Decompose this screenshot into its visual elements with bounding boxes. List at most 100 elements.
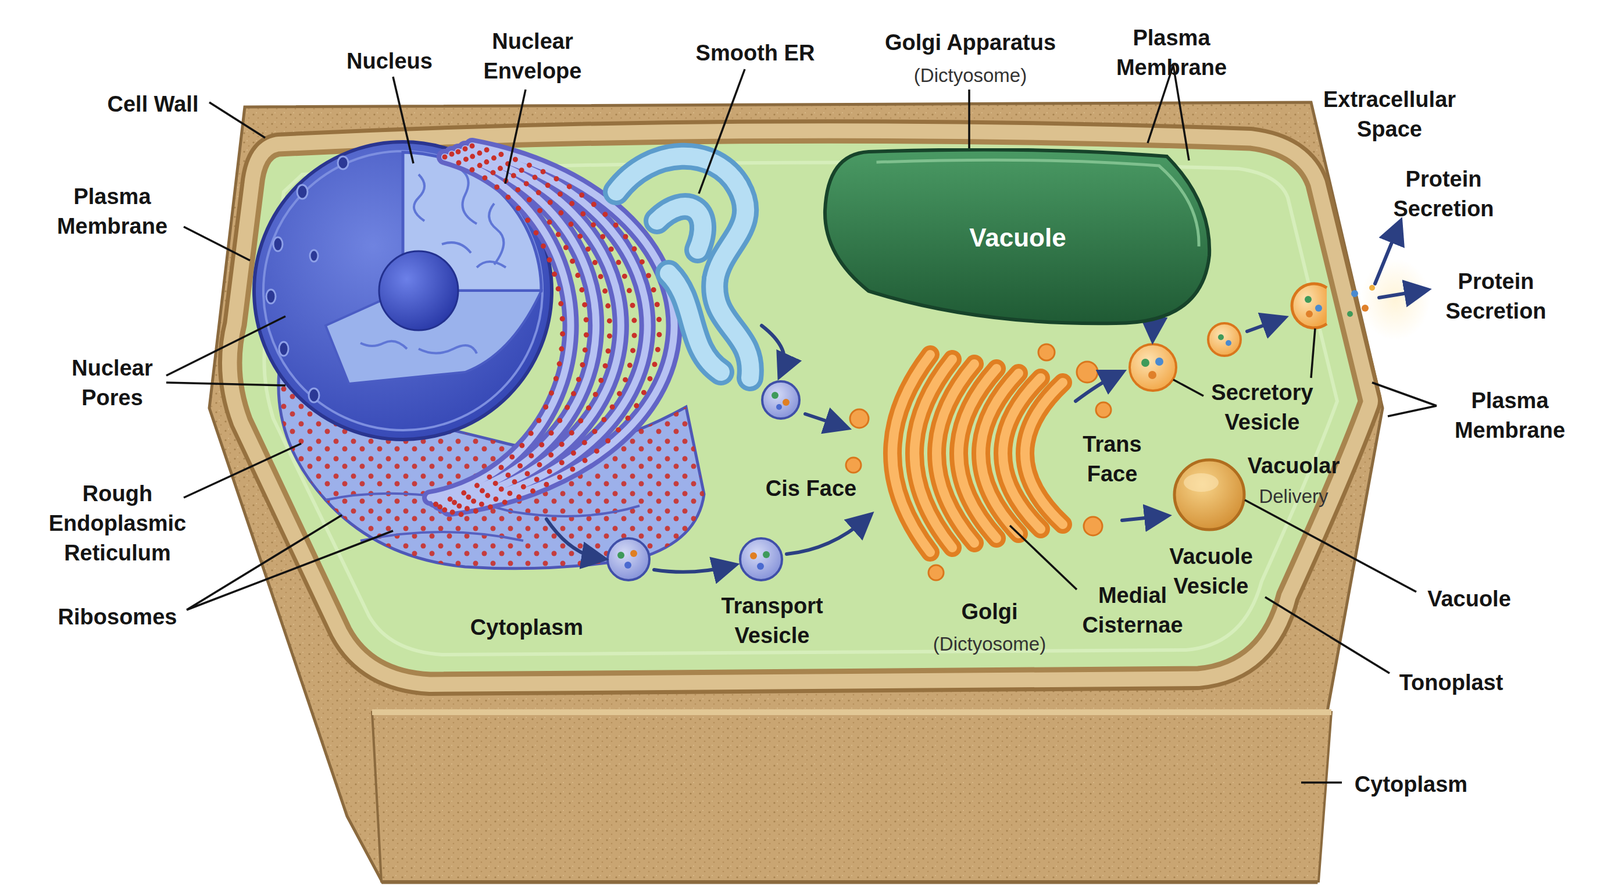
nucleus xyxy=(360,341,477,354)
vesicle xyxy=(1208,323,1241,356)
golgi-stack xyxy=(850,409,869,428)
nuclear-pore xyxy=(309,250,319,262)
leader-line xyxy=(1372,382,1437,417)
nuclear-pore xyxy=(337,156,349,170)
part-label: Golgi xyxy=(961,597,1018,627)
golgi-stack xyxy=(1038,344,1055,361)
smooth-er xyxy=(656,206,703,250)
part-label: Plasma Membrane xyxy=(42,181,182,242)
part-label: Trans Face xyxy=(1074,429,1150,489)
part-label: Medial Cisternae xyxy=(1071,580,1194,641)
leader-line xyxy=(1009,525,1077,590)
golgi-stack xyxy=(1083,516,1103,536)
smooth-er xyxy=(656,206,703,250)
nucleus xyxy=(379,251,459,331)
part-label: (Dictyosome) xyxy=(913,60,1027,91)
rough-er-cisternae xyxy=(430,145,675,517)
vesicle xyxy=(607,538,650,581)
vesicle-cargo xyxy=(1155,357,1164,366)
vesicle xyxy=(1174,459,1245,530)
smooth-er xyxy=(616,156,739,192)
vesicle-cargo xyxy=(1141,358,1150,367)
leader-line xyxy=(393,76,414,164)
part-label: (Dictyosome) xyxy=(933,629,1046,659)
part-label: Nucleus xyxy=(346,46,433,77)
flow-arrow xyxy=(761,325,785,371)
vesicle-cargo xyxy=(617,284,1375,570)
vesicle-cargo xyxy=(1315,304,1323,312)
vesicle-cargo xyxy=(1225,340,1232,346)
part-label: Vacuole xyxy=(1427,584,1512,614)
vesicle-cargo xyxy=(776,404,782,410)
cytoplasm xyxy=(239,140,1361,675)
leader-line xyxy=(698,69,745,194)
vesicle-cargo xyxy=(1218,334,1224,341)
golgi-stack xyxy=(1095,402,1112,418)
nuclear-pore xyxy=(297,184,308,199)
vesicle-cargo xyxy=(771,391,779,399)
leader-line xyxy=(1173,379,1204,396)
cell-wall xyxy=(239,140,1361,675)
rough-er-cisternae xyxy=(439,151,610,512)
leader-line xyxy=(166,316,286,386)
golgi-stack xyxy=(845,344,1112,581)
part-label: Golgi Apparatus xyxy=(884,27,1056,58)
smooth-er xyxy=(616,156,751,378)
flow-arrow xyxy=(786,518,867,555)
part-label: Plasma Membrane xyxy=(1440,386,1580,446)
part-label: Cis Face xyxy=(765,473,857,504)
golgi-stack xyxy=(892,354,1063,553)
flow-arrow xyxy=(805,413,842,427)
vesicle-cargo xyxy=(782,398,790,406)
golgi-stack xyxy=(845,344,1112,581)
cell-wall xyxy=(372,709,1332,716)
nuclear-pore xyxy=(279,341,289,356)
cell-wall xyxy=(209,102,1383,883)
golgi-stack xyxy=(928,565,944,581)
vesicle-cargo xyxy=(1361,304,1369,312)
golgi-stack xyxy=(845,457,862,473)
part-label: Plasma Membrane xyxy=(1101,23,1242,83)
leader-line xyxy=(1244,500,1417,592)
vesicle-cargo xyxy=(1347,311,1353,317)
leader-line xyxy=(1311,328,1316,378)
vesicle-cargo xyxy=(1351,290,1359,298)
vesicle-cargo xyxy=(1369,284,1375,291)
smooth-er xyxy=(715,186,746,280)
rough-er-cisternae xyxy=(448,145,660,517)
cell-wall xyxy=(239,140,1361,675)
vacuole-label: Vacuole xyxy=(821,223,1214,253)
golgi-stack xyxy=(1025,382,1063,525)
vacuole-shape: Vacuole xyxy=(821,148,1214,327)
flow-arrow xyxy=(654,566,730,573)
vesicle xyxy=(1129,344,1177,391)
vesicle-cargo xyxy=(762,551,770,559)
vesicle-cargo xyxy=(750,552,757,560)
nuclear-pore xyxy=(266,156,349,403)
vesicle-cargo xyxy=(1148,370,1157,380)
flow-arrow xyxy=(1247,319,1280,332)
part-label: Smooth ER xyxy=(695,38,816,69)
flow-arrow xyxy=(1375,226,1399,284)
vesicle-cargo xyxy=(624,561,632,569)
part-label: Protein Secretion xyxy=(1429,266,1563,327)
vesicle xyxy=(762,381,800,419)
smooth-er xyxy=(668,273,721,373)
leader-line xyxy=(183,443,302,498)
leader-line xyxy=(183,226,250,261)
smooth-er xyxy=(616,156,751,378)
part-label: Protein Secretion xyxy=(1376,164,1511,224)
part-label: Nuclear Pores xyxy=(59,353,165,413)
nuclear-pore xyxy=(308,388,320,403)
golgi-stack xyxy=(1025,382,1063,525)
flow-arrow xyxy=(1122,516,1162,521)
part-label: Extracellular Space xyxy=(1313,84,1466,145)
cytoplasm xyxy=(239,140,1361,675)
flow-arrow xyxy=(1075,374,1118,402)
flow-arrow xyxy=(546,519,599,559)
part-label: Ribosomes xyxy=(58,602,178,632)
part-label: Vacuole Vesicle xyxy=(1155,541,1267,602)
smooth-er xyxy=(715,186,746,280)
part-label: Transport Vesicle xyxy=(708,591,837,651)
rough-er-cisternae xyxy=(448,145,675,509)
